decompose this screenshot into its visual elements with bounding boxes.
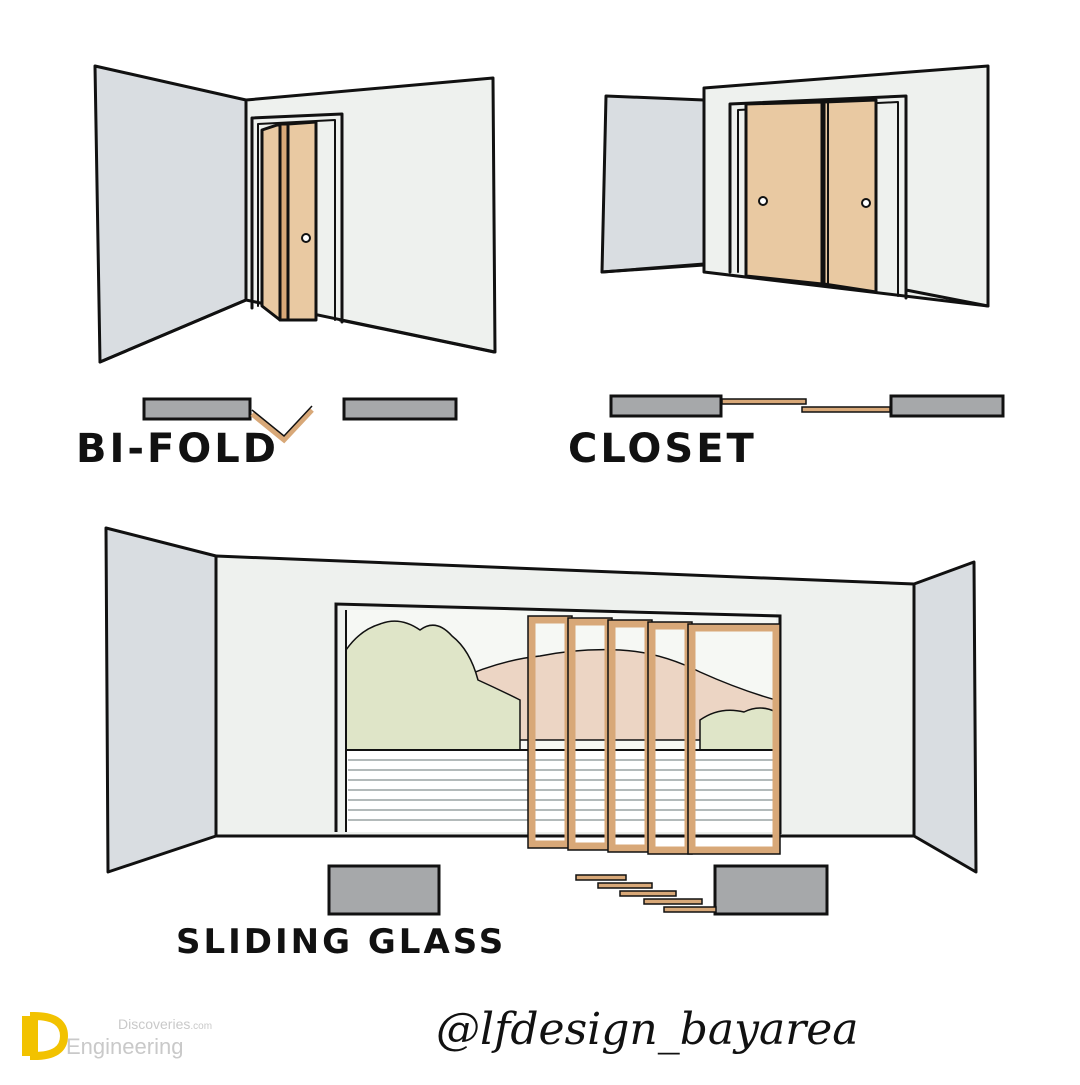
sliding-plan-panel-3 xyxy=(619,890,677,897)
sliding-plan-panel-5 xyxy=(663,906,717,913)
closet-left-wall xyxy=(600,94,706,274)
bifold-plan-wall-right xyxy=(342,397,458,421)
sliding-right-wall xyxy=(912,560,978,874)
bifold-plan xyxy=(142,397,458,444)
bifold-plan-wall-left xyxy=(142,397,252,421)
closet-plan xyxy=(609,394,1005,418)
bifold-door-panel-3 xyxy=(286,120,318,322)
sliding-plan xyxy=(327,864,829,916)
bifold-door-panel-1 xyxy=(260,122,282,322)
closet-plan-wall-left xyxy=(609,394,723,418)
deck xyxy=(346,750,776,832)
bifold-door-frame xyxy=(250,112,344,324)
sliding-plan-panel-4 xyxy=(643,898,703,905)
closet-door-right xyxy=(822,98,878,294)
closet-floor-left xyxy=(600,262,706,274)
sliding-glass-panels xyxy=(527,615,781,855)
closet-room xyxy=(600,64,990,308)
sliding-plan-wall-left xyxy=(327,864,441,916)
watermark-line1-text: Discoveries xyxy=(118,1016,191,1032)
bifold-left-wall xyxy=(93,64,248,364)
bifold-floor-left xyxy=(98,298,248,364)
closet-plan-wall-right xyxy=(889,394,1005,418)
watermark-line2: Engineering xyxy=(66,1034,184,1059)
bifold-floor-back xyxy=(338,318,496,354)
glass-panel-5 xyxy=(688,624,780,854)
bifold-plan-folded-door-outline xyxy=(251,405,313,438)
label-closet: CLOSET xyxy=(568,426,757,472)
watermark-line1: Discoveries.com xyxy=(118,1016,212,1032)
glass-panel-5-outline xyxy=(687,623,781,855)
label-bifold: BI-FOLD xyxy=(76,426,279,472)
closet-knob-left xyxy=(758,196,768,206)
sliding-plan-wall-right xyxy=(713,864,829,916)
trees-left xyxy=(345,620,521,751)
closet-plan-door-2 xyxy=(801,406,891,413)
bifold-room xyxy=(93,64,497,364)
watermark: Discoveries.com Engineering xyxy=(18,1012,258,1062)
sliding-view xyxy=(345,610,777,832)
watermark-logo-icon xyxy=(22,1011,69,1061)
author-credit: @lfdesign_bayarea xyxy=(436,1004,859,1055)
sliding-plan-panel-2 xyxy=(597,882,653,889)
closet-plan-door-1 xyxy=(721,398,807,405)
closet-door-left xyxy=(744,100,824,286)
sliding-plan-panel-1 xyxy=(575,874,627,881)
closet-knob-right xyxy=(861,198,871,208)
closet-floor-right xyxy=(904,288,990,308)
closet-frame xyxy=(728,94,908,300)
trees-right xyxy=(699,707,777,751)
deck-lines xyxy=(348,759,774,821)
bifold-door-knob xyxy=(301,233,311,243)
watermark-line1-suffix: .com xyxy=(190,1021,213,1032)
bifold-plan-folded-door xyxy=(250,408,314,444)
label-sliding-glass: SLIDING GLASS xyxy=(176,922,507,962)
mountain-range xyxy=(455,648,777,741)
sliding-left-wall xyxy=(104,526,218,874)
